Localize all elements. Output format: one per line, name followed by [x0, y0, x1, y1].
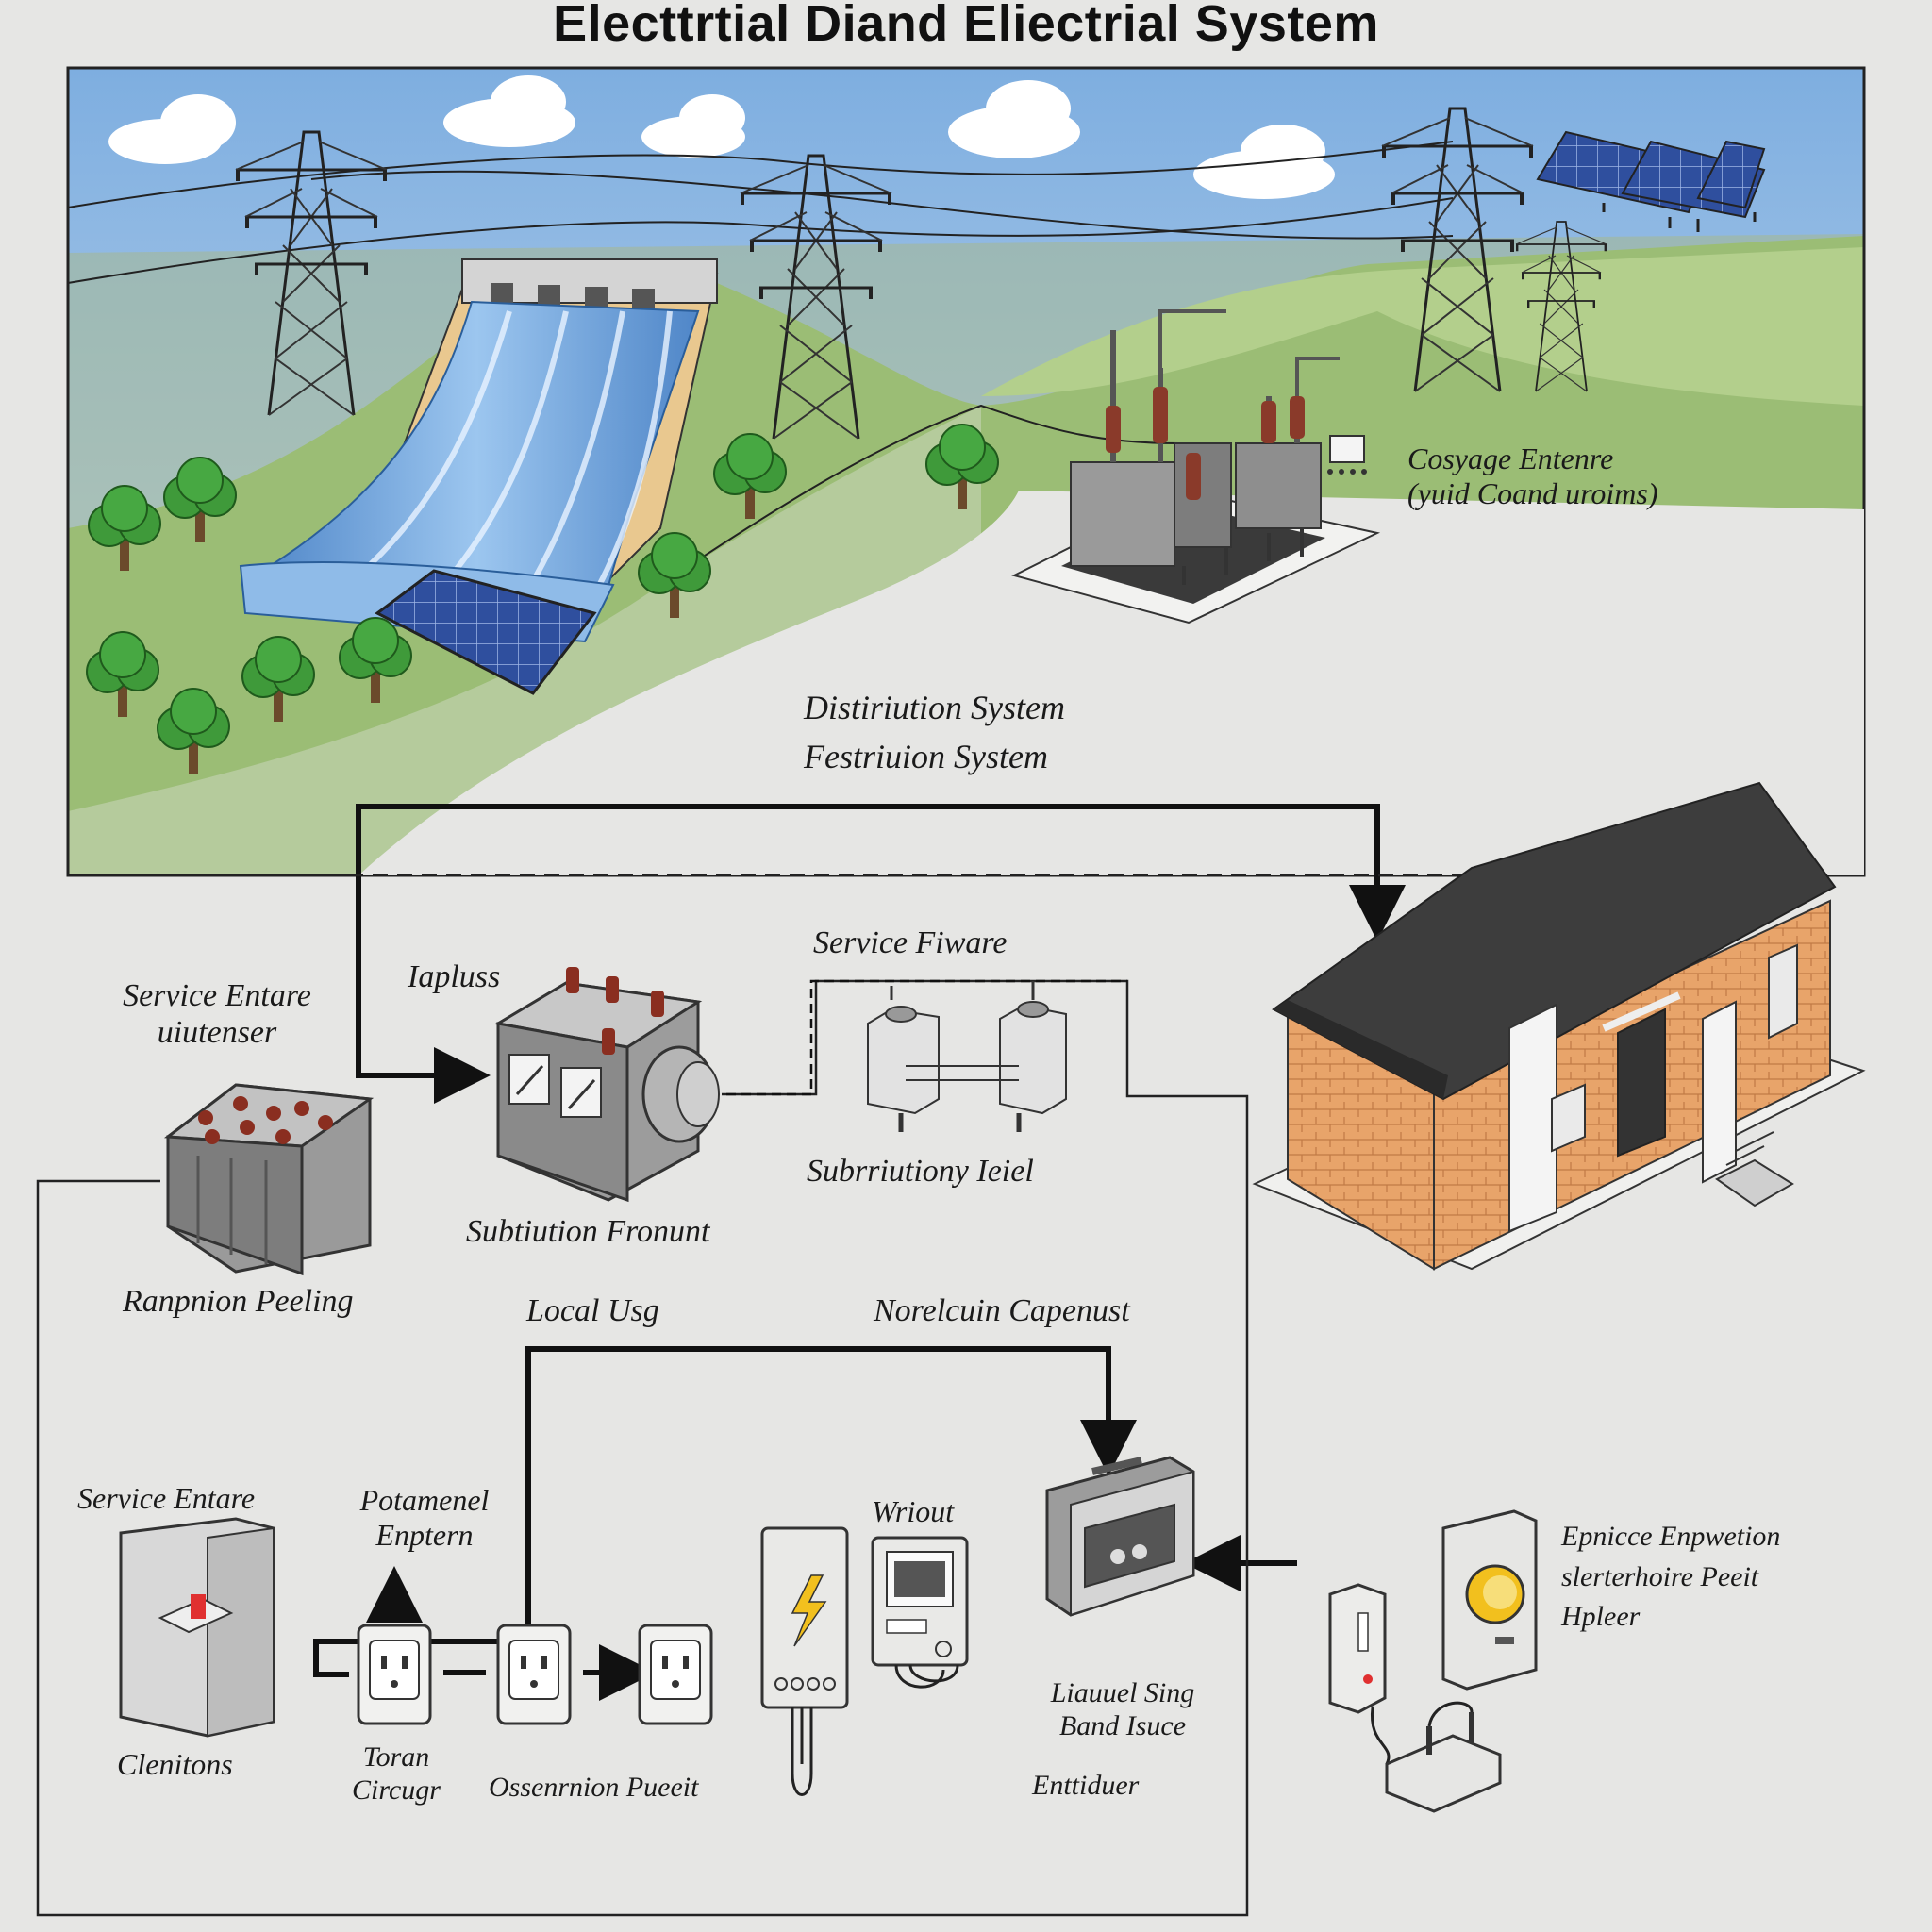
substation-icon: [1011, 309, 1381, 625]
service-entrance-label: Service Entare uiutenser: [94, 977, 340, 1051]
electrical-outlet-icon: [1328, 1583, 1391, 1765]
electrical-outlet-icon[interactable]: [357, 1624, 432, 1725]
distribution-label: Distiriution System Festriuion System: [804, 683, 1065, 781]
transformer-icon: [493, 967, 720, 1203]
electrical-outlet-icon[interactable]: [496, 1624, 572, 1725]
toran-circugr-label-line1: Toran: [362, 1741, 430, 1773]
service-fixture-label: Service Fiware: [813, 925, 1008, 960]
breaker-panel-icon: [1441, 1509, 1538, 1690]
breaker-panel-icon: [119, 1517, 275, 1738]
clenitons-label: Clenitons: [117, 1747, 233, 1781]
epnicce-label-line1: Epnicce Enpwetion: [1561, 1521, 1781, 1552]
solar-panel-icon: [375, 569, 597, 695]
service-entrance-label-line1: Service Entare: [123, 978, 311, 1013]
transformer-icon: [163, 1083, 375, 1276]
switchgear-icon: [726, 979, 1127, 1132]
wriout-label: Wriout: [872, 1494, 955, 1528]
cloud-icon: [108, 75, 1335, 199]
lightning-bolt-icon: [760, 1526, 849, 1796]
hydro-dam-icon: [239, 258, 719, 643]
circuit-outline: [36, 979, 1249, 1917]
potamenel-label-line1: Potamenel: [359, 1483, 490, 1517]
distribution-label-line1: Distiriution System: [804, 689, 1065, 726]
house-icon: [1252, 781, 1866, 1271]
meter-icon: [1045, 1456, 1195, 1617]
service-entare-label: Service Entare: [77, 1481, 256, 1515]
transmission-lines: [67, 141, 1454, 284]
substation-label: Cosyage Entenre (yuid Coand uroims): [1407, 441, 1657, 511]
epnicce-label-line3: Hpleer: [1561, 1601, 1641, 1633]
toran-circugr-label-line2: Circugr: [352, 1774, 441, 1806]
iapluss-label: Iapluss: [408, 959, 501, 994]
page-title: Electtrtial Diand Eliectrial System: [553, 0, 1379, 52]
meter-icon: [871, 1536, 969, 1689]
potamenel-label-line2: Enptern: [375, 1517, 474, 1552]
electrical-outlet-icon[interactable]: [638, 1624, 713, 1725]
switchgear-icon: [1385, 1701, 1502, 1813]
subriutiony-ielel-label: Subrriutiony Ieiel: [807, 1154, 1034, 1189]
rapnion-peeling-label: Ranpnion Peeling: [123, 1284, 354, 1319]
toran-circugr-label: Toran Circugr: [321, 1741, 472, 1807]
liauuel-sing-label-line1: Liauuel Sing: [1050, 1677, 1195, 1708]
service-entrance-label-line2: uiutenser: [157, 1015, 277, 1051]
norelcuin-capenust-label: Norelcuin Capenust: [874, 1293, 1130, 1328]
potamenel-label: Potamenel Enptern: [335, 1483, 514, 1553]
substation-label-line2: (yuid Coand uroims): [1407, 475, 1658, 510]
epnicce-label-line2: slerterhoire Peeit: [1561, 1560, 1759, 1592]
ossenrnion-pueeit-label: Ossenrnion Pueeit: [489, 1772, 699, 1803]
liauuel-sing-label: Liauuel Sing Band Isuce: [1000, 1677, 1245, 1742]
liauuel-sing-label-line2: Band Isuce: [1058, 1709, 1187, 1741]
epnicce-label: Epnicce Enpwetion slerterhoire Peeit Hpl…: [1561, 1517, 1780, 1638]
solar-panel-icon: [1536, 130, 1766, 232]
substation-label-line1: Cosyage Entenre: [1407, 441, 1614, 475]
subtiution-fronunt-label: Subtiution Fronunt: [466, 1214, 710, 1249]
local-usg-label: Local Usg: [526, 1293, 659, 1328]
distribution-label-line2: Festriuion System: [804, 738, 1048, 776]
enttiduer-label: Enttiduer: [1032, 1770, 1140, 1801]
